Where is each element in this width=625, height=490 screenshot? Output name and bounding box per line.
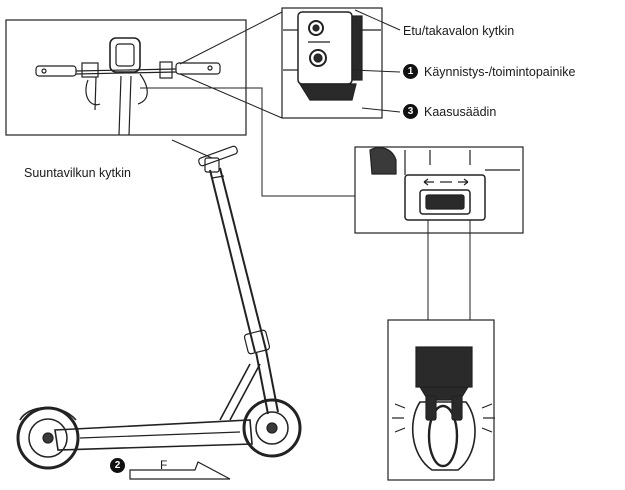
wheel-inset-frame — [387, 319, 495, 481]
direction-mark-label: F — [160, 458, 168, 472]
throttle-label: Kaasusäädin — [424, 105, 497, 119]
turn-signal-switch-label: Suuntavilkun kytkin — [24, 166, 132, 180]
power-button-marker: 1 — [403, 64, 418, 79]
deck-latch-drawing — [369, 147, 520, 221]
folding-step-marker: 2 — [110, 458, 125, 473]
handlebar-inset-frame — [5, 19, 247, 136]
switch-block-drawing — [283, 11, 381, 101]
handlebar-drawing — [35, 37, 221, 136]
throttle-marker: 3 — [403, 104, 418, 119]
scooter-drawing — [16, 145, 302, 470]
connector-lines — [140, 9, 471, 320]
switch-inset-frame — [281, 7, 383, 119]
light-switch-label: Etu/takavalon kytkin — [403, 24, 515, 38]
power-button-label: Käynnistys-/toimintopainike — [424, 65, 576, 79]
deck-inset-frame — [354, 146, 524, 234]
wheel-drawing — [392, 346, 495, 471]
direction-arrow — [129, 461, 231, 480]
